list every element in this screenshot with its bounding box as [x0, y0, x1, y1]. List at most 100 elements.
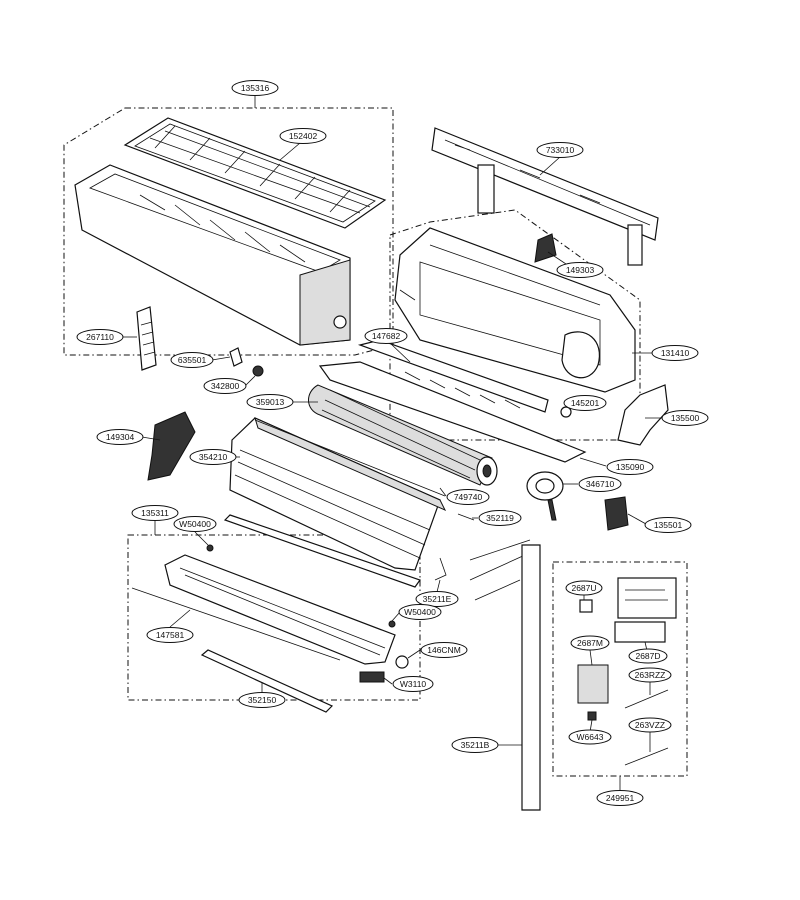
part-number: 2687M: [577, 638, 603, 648]
screw-w50400-a: [206, 544, 214, 552]
part-label-359013: 359013: [246, 394, 294, 410]
part-number: 749740: [454, 492, 483, 502]
part-number: 146CNM: [427, 645, 461, 655]
part-label-346710: 346710: [578, 476, 622, 492]
part-2687D: [614, 621, 666, 643]
part-number: W50400: [179, 519, 211, 529]
discharge-assembly: [318, 361, 587, 463]
part-number: 352150: [248, 695, 277, 705]
screw-w50400-b: [388, 620, 396, 628]
group-outline-drain-pan: [127, 534, 421, 701]
part-W3110: [359, 671, 385, 683]
part-number: 733010: [546, 145, 575, 155]
fan-motor: [526, 471, 564, 521]
part-number: 635501: [178, 355, 207, 365]
part-number: 135311: [141, 508, 169, 518]
part-number: 35211E: [423, 594, 452, 604]
part-label-267110: 267110: [76, 329, 124, 345]
evaporator: [229, 417, 447, 571]
part-number: 135500: [671, 413, 700, 423]
pipe-35211E: [434, 557, 447, 581]
part-2687M: [577, 664, 609, 704]
part-label-354210: 354210: [189, 449, 237, 465]
wire-263VZZ: [624, 747, 669, 766]
part-label-131410: 131410: [651, 345, 699, 361]
part-number: 354210: [199, 452, 228, 462]
part-label-135500: 135500: [661, 410, 709, 426]
part-number: 249951: [606, 793, 635, 803]
front-panel: [74, 164, 351, 346]
part-number: 135316: [241, 83, 270, 93]
part-label-35211B: 35211B: [451, 737, 499, 753]
chassis: [394, 227, 636, 393]
part-number: W50400: [404, 607, 436, 617]
side-cover-135500: [617, 384, 669, 446]
control-box: [617, 577, 677, 619]
part-label-263RZZ: 263RZZ: [628, 667, 672, 683]
part-number: 152402: [289, 131, 318, 141]
cap-135501: [604, 496, 629, 531]
part-number: 359013: [256, 397, 285, 407]
drain-pan: [164, 514, 421, 665]
part-label-263VZZ: 263VZZ: [628, 717, 672, 733]
part-label-249951: 249951: [596, 790, 644, 806]
part-number: W3110: [400, 679, 427, 689]
wire-263RZZ: [624, 689, 669, 709]
part-label-145201: 145201: [563, 395, 607, 411]
group-outline-front-panel: [63, 107, 394, 356]
strip-749740: [254, 419, 446, 497]
control-box-detail: [625, 589, 668, 601]
part-number: 149304: [106, 432, 135, 442]
part-label-147682: 147682: [364, 328, 408, 344]
cross-flow-fan: [308, 384, 498, 486]
part-number: 35211B: [461, 740, 490, 750]
part-number: 342800: [211, 381, 240, 391]
part-label-W3110: W3110: [392, 676, 434, 692]
part-label-W6643: W6643: [568, 729, 612, 745]
part-label-749740: 749740: [446, 489, 490, 505]
clip-635501: [229, 347, 243, 367]
part-number: 135501: [654, 520, 683, 530]
part-label-147581: 147581: [146, 627, 194, 643]
part-number: 131410: [661, 348, 690, 358]
part-label-149303: 149303: [556, 262, 604, 278]
part-number: 149303: [566, 265, 595, 275]
part-number: 263RZZ: [635, 670, 666, 680]
part-label-w50400-lower: W50400: [398, 604, 442, 620]
part-number: 135090: [616, 462, 645, 472]
insulation-352150: [200, 649, 334, 713]
mounting-plate: [431, 127, 659, 266]
filter-grille: [123, 117, 387, 229]
part-number: 2687U: [571, 583, 596, 593]
part-label-135316: 135316: [231, 80, 279, 96]
part-146CNM: [395, 655, 409, 669]
part-number: 147581: [156, 630, 185, 640]
part-label-342800: 342800: [203, 378, 247, 394]
connecting-pipes: [469, 539, 541, 811]
bracket-149304: [147, 411, 196, 481]
part-label-2687M: 2687M: [570, 635, 610, 651]
part-W6643: [587, 711, 597, 721]
part-2687U: [579, 599, 593, 613]
part-label-152402: 152402: [279, 128, 327, 144]
screw-342800: [252, 365, 264, 377]
part-label-149304: 149304: [96, 429, 144, 445]
part-label-146CNM: 146CNM: [420, 642, 468, 658]
part-number: 263VZZ: [635, 720, 665, 730]
part-number: 147682: [372, 331, 401, 341]
part-number: W6643: [577, 732, 604, 742]
rod-147581: [131, 587, 341, 661]
part-label-2687D: 2687D: [628, 648, 668, 664]
part-label-135090: 135090: [606, 459, 654, 475]
part-label-635501: 635501: [170, 352, 214, 368]
part-label-w50400-upper: W50400: [173, 516, 217, 532]
remote-control: [136, 306, 157, 371]
bracket-149303: [534, 233, 557, 263]
part-352119: [457, 513, 475, 521]
part-number: 267110: [86, 332, 114, 342]
part-number: 346710: [586, 479, 615, 489]
part-label-135501: 135501: [644, 517, 692, 533]
part-label-352150: 352150: [238, 692, 286, 708]
part-label-733010: 733010: [536, 142, 584, 158]
